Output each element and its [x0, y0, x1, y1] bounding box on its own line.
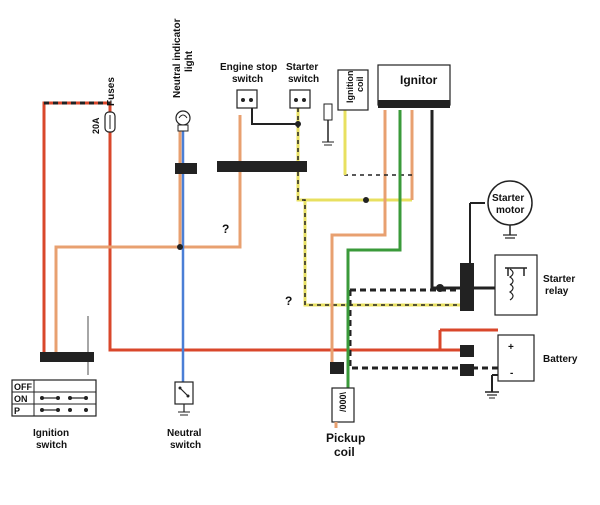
fuses-label: Fuses — [106, 77, 117, 106]
ignition-switch-label-1: Ignition — [33, 428, 69, 439]
wire-black-dashed-loop — [348, 288, 498, 370]
ignition-switch-off: OFF — [14, 382, 32, 392]
ignition-switch-on: ON — [14, 394, 28, 404]
wire-black-engine-stop — [251, 108, 298, 125]
starter-motor-label-2: motor — [496, 205, 524, 216]
wire-green — [346, 110, 402, 388]
ignitor: Ignitor — [377, 64, 451, 108]
engine-stop-label-2: switch — [232, 74, 263, 85]
starter-relay: Starter relay — [494, 254, 575, 316]
ignition-switch: OFF ON P Ignition switch — [11, 379, 97, 451]
fuse-rating-label: 20A — [91, 117, 101, 134]
connector-bar — [330, 362, 344, 374]
connector-bar — [460, 263, 474, 311]
ignitor-label: Ignitor — [400, 73, 438, 87]
pickup-coil: /000\ Pickup coil — [326, 387, 365, 459]
engine-stop-switch: Engine stop switch — [220, 62, 277, 109]
junction-dot — [436, 284, 444, 292]
junction-dot — [363, 197, 369, 203]
starter-relay-label-2: relay — [545, 286, 569, 297]
junction-dot — [177, 244, 183, 250]
wire-red-battery — [438, 328, 498, 350]
connector-bar — [460, 364, 474, 376]
pickup-coil-label-2: coil — [334, 445, 355, 459]
ignition-switch-p: P — [14, 406, 20, 416]
spark-plug-icon — [322, 103, 334, 146]
battery: + - Battery — [485, 334, 578, 399]
battery-plus-label: + — [508, 342, 514, 353]
wire-starter-motor — [469, 202, 485, 265]
battery-minus-label: - — [510, 368, 513, 379]
pickup-coil-winding: /000\ — [338, 391, 348, 412]
connector-bar — [40, 352, 94, 362]
ignition-coil-label-1: Ignition — [345, 71, 355, 104]
wire-yellow-starter — [296, 108, 466, 307]
junction-dot — [295, 121, 301, 127]
wire-orange-coil — [330, 110, 414, 365]
neutral-switch: Neutral switch — [167, 381, 202, 451]
ignition-coil: Ignition coil — [337, 69, 369, 111]
neutral-indicator-label-1: Neutral indicator — [172, 18, 183, 98]
ignition-coil-label-2: coil — [355, 76, 365, 92]
neutral-switch-label-1: Neutral — [167, 428, 202, 439]
starter-motor: Starter motor — [487, 180, 533, 239]
question-mark-2: ? — [285, 294, 292, 308]
starter-switch-label-1: Starter — [286, 62, 318, 73]
ignition-switch-label-2: switch — [36, 440, 67, 451]
battery-label: Battery — [543, 354, 578, 365]
question-mark-1: ? — [222, 222, 229, 236]
starter-switch-label-2: switch — [288, 74, 319, 85]
starter-relay-label-1: Starter — [543, 274, 575, 285]
neutral-switch-label-2: switch — [170, 440, 201, 451]
connector-bar — [175, 163, 197, 174]
starter-motor-label-1: Starter — [492, 193, 524, 204]
wire-red-main — [42, 101, 460, 360]
pickup-coil-label-1: Pickup — [326, 431, 365, 445]
fuse: 20A Fuses — [91, 77, 117, 134]
engine-stop-label-1: Engine stop — [220, 62, 277, 73]
wire-orange-black-dash — [344, 110, 412, 176]
neutral-indicator-label-2: light — [184, 50, 195, 72]
starter-switch: Starter switch — [286, 62, 319, 109]
neutral-indicator-light: Neutral indicator light — [172, 18, 195, 132]
connector-bar — [217, 161, 307, 172]
connector-bar — [460, 345, 474, 357]
wire-orange-bus — [54, 115, 242, 360]
wire-yellow-black-dash — [297, 108, 466, 306]
